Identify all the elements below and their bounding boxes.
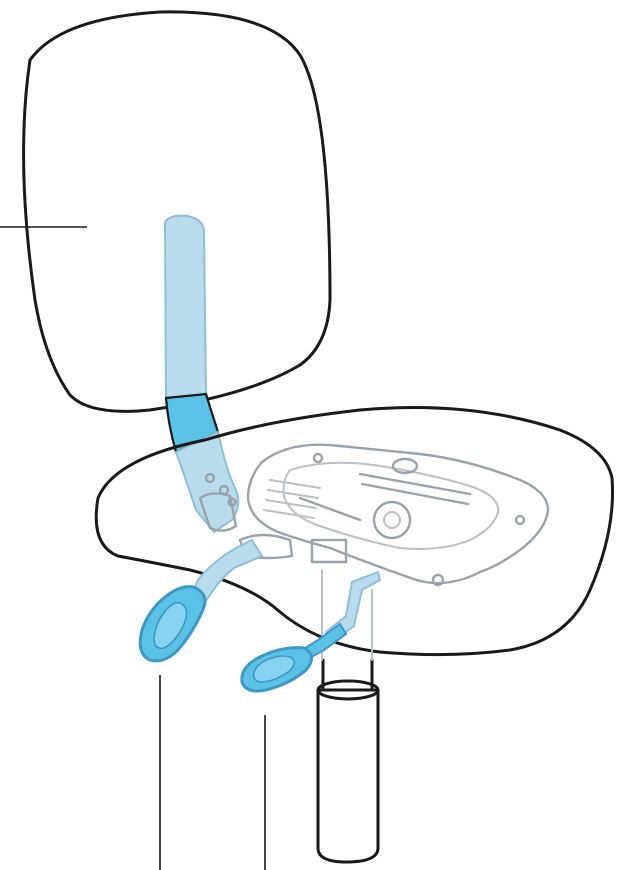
bolt-5 [516,516,524,524]
support-bar-upper [165,216,206,398]
mechanism-knob-inner [384,512,400,528]
mechanism-inner [284,463,499,549]
backrest-support-bar [165,216,238,532]
gas-column-upper [323,660,372,690]
mechanism-rail [300,474,470,520]
gas-column-lower [318,690,378,862]
mechanism-spring [264,480,320,518]
backrest-lever [140,540,262,661]
bolt-6 [314,454,322,462]
mechanism-knob [374,502,410,538]
gas-column [318,660,378,862]
